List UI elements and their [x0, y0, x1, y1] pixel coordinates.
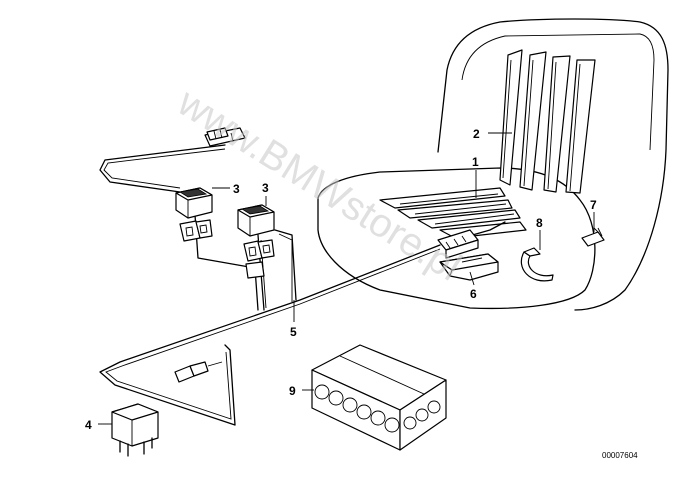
- callout-4: 4: [85, 418, 92, 432]
- harness-main-run: [99, 244, 441, 426]
- callout-3-right: 3: [262, 181, 269, 195]
- multi-pin-connector: [204, 127, 246, 147]
- reference-code: 00007604: [602, 451, 638, 460]
- temperature-sensor-plug: [174, 361, 223, 383]
- seat: [317, 18, 669, 311]
- callout-1: 1: [472, 155, 479, 169]
- clamp: [520, 247, 554, 282]
- seat-heating-switch-right: [237, 204, 275, 279]
- cable-clip: [581, 227, 605, 247]
- callout-6: 6: [470, 287, 477, 301]
- leader-6: [469, 271, 475, 286]
- callout-3-left: 3: [233, 182, 240, 196]
- callout-9: 9: [289, 384, 296, 398]
- repair-kit-box: [311, 344, 447, 451]
- callouts: 1 2 3 3 4 5 6 7 8 9: [85, 127, 597, 432]
- callout-2: 2: [473, 127, 480, 141]
- seat-back-outline: [437, 18, 669, 311]
- connector-holder: [439, 253, 499, 281]
- seat-heating-switch-left: [175, 187, 213, 242]
- watermark: www.BMWstore.pl: [169, 80, 468, 290]
- relay: [111, 403, 159, 457]
- seat-back-inner-edge: [461, 33, 655, 151]
- backrest-heating-element: [499, 49, 596, 194]
- callout-5: 5: [290, 325, 297, 339]
- seat-cushion-outline: [317, 167, 596, 310]
- callout-8: 8: [536, 216, 543, 230]
- callout-7: 7: [590, 198, 597, 212]
- cushion-heating-element: [379, 187, 527, 239]
- harness-upper-branch: [99, 144, 226, 193]
- connector-housing: [437, 229, 479, 259]
- box-pattern: [314, 384, 441, 433]
- leader-lines: [98, 132, 595, 425]
